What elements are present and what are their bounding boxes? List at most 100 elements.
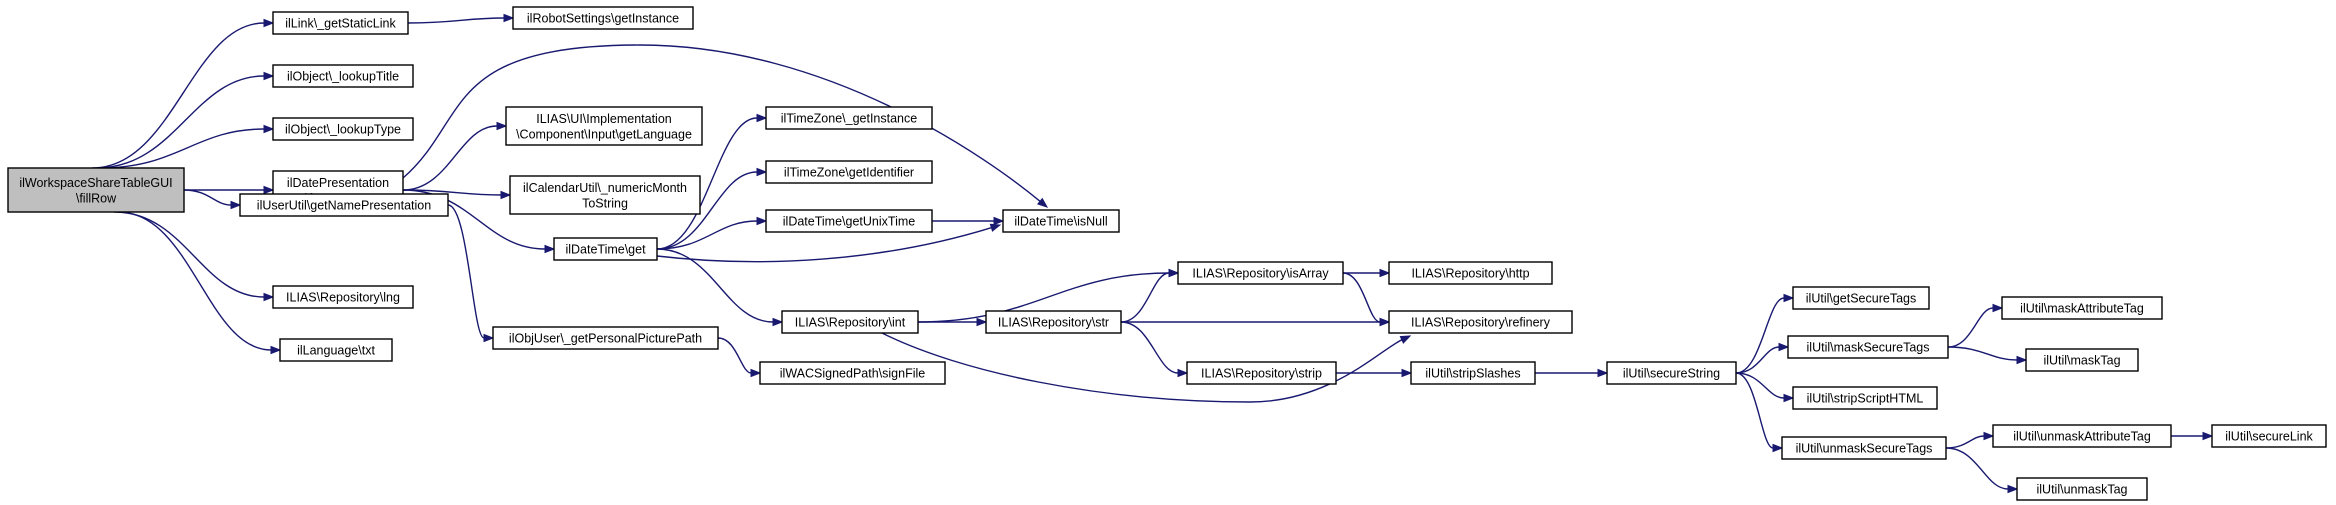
node-strip[interactable]: ILIAS\Repository\strip [1186,361,1337,385]
edge-dt-get-to-get-unix-time [656,220,758,250]
node-box [2016,477,2148,501]
node-get-static-link[interactable]: ilLink\_getStaticLink [272,11,409,35]
node-repo-str[interactable]: ILIAS\Repository\str [985,310,1122,334]
edge-format-date-to-dt-get [402,189,546,250]
node-get-secure-tags[interactable]: ilUtil\getSecureTags [1792,286,1930,310]
node-get-name-presentation[interactable]: ilUserUtil\getNamePresentation [239,193,449,217]
node-label: ilDatePresentation [287,176,389,190]
node-root[interactable]: ilWorkspaceShareTableGUI\fillRow [7,167,185,213]
node-robot-get-instance[interactable]: ilRobotSettings\getInstance [512,6,694,30]
edge-dt-get-to-is-null [656,226,992,263]
edge-repo-int-to-refinery [881,332,1403,403]
edge-arrowhead [263,18,275,28]
edge-arrowhead [1379,268,1391,278]
edge-secure-string-to-get-secure-tags [1735,297,1785,374]
node-label: ilUtil\maskAttributeTag [2020,302,2144,316]
node-box [1792,286,1930,310]
edge-arrowhead [1168,268,1180,278]
node-mask-tag[interactable]: ilUtil\maskTag [2025,348,2139,372]
node-label: ilUtil\maskTag [2043,354,2120,368]
node-box [1606,361,1737,385]
node-dt-get[interactable]: ilDateTime\get [553,237,658,261]
node-sign-file[interactable]: ilWACSignedPath\signFile [759,361,946,385]
node-box [512,6,694,30]
node-label: ilWACSignedPath\signFile [780,367,925,381]
node-lng[interactable]: ILIAS\Repository\lng [272,285,414,309]
node-get-unix-time[interactable]: ilDateTime\getUnixTime [765,209,933,233]
node-unmask-tag[interactable]: ilUtil\unmaskTag [2016,477,2148,501]
node-label: \fillRow [76,191,117,205]
node-repo-int[interactable]: ILIAS\Repository\int [781,310,919,334]
node-box [765,106,933,130]
edge-arrowhead [1992,303,2004,313]
node-secure-link[interactable]: ilUtil\secureLink [2211,424,2327,448]
edge-root-to-lng [114,211,265,298]
edge-root-to-txt [118,211,272,351]
node-label: ILIAS\UI\Implementation [536,112,672,126]
edge-secure-string-to-strip-script-html [1735,372,1785,399]
node-tz-get-instance[interactable]: ilTimeZone\_getInstance [765,106,933,130]
node-tz-get-identifier[interactable]: ilTimeZone\getIdentifier [765,160,933,184]
node-refinery[interactable]: ILIAS\Repository\refinery [1388,310,1573,334]
node-strip-script-html[interactable]: ilUtil\stripScriptHTML [1792,386,1938,410]
node-personal-picture-path[interactable]: ilObjUser\_getPersonalPicturePath [492,326,719,350]
node-label: ilUtil\getSecureTags [1806,292,1916,306]
node-txt[interactable]: ilLanguage\txt [279,338,393,362]
node-ui-get-language[interactable]: ILIAS\UI\Implementation\Component\Input\… [505,106,703,146]
node-box [1186,361,1337,385]
node-box [1388,310,1573,334]
edge-arrowhead [976,317,988,327]
node-unmask-secure-tags[interactable]: ilUtil\unmaskSecureTags [1781,436,1947,460]
node-label: ilUtil\unmaskSecureTags [1796,442,1933,456]
node-box [781,310,919,334]
node-http[interactable]: ILIAS\Repository\http [1388,261,1553,285]
node-mask-attribute-tag[interactable]: ilUtil\maskAttributeTag [2001,296,2163,320]
edge-arrowhead [263,185,275,195]
node-strip-slashes[interactable]: ilUtil\stripSlashes [1410,361,1536,385]
edge-arrowhead [263,124,275,134]
edge-unmask-secure-tags-to-unmask-tag [1945,447,2009,490]
edge-root-to-lookup-type [100,128,265,169]
edge-arrowhead [2007,484,2019,494]
node-box [765,160,933,184]
node-label: ilDateTime\get [565,243,646,257]
node-is-null[interactable]: ilDateTime\isNull [1002,209,1120,233]
node-format-date[interactable]: ilDatePresentation\formatDate [272,170,404,210]
edge-format-date-to-is-null [402,44,1041,202]
node-box [2001,296,2163,320]
edge-get-static-link-to-robot-get-instance [407,17,505,24]
edge-arrowhead [263,292,275,302]
edge-arrowhead [756,216,768,226]
node-box [1781,436,1947,460]
edge-arrowhead [1772,443,1784,453]
node-label: ilUtil\secureString [1623,367,1720,381]
edge-arrowhead [270,345,282,355]
node-label: ilUtil\unmaskTag [2036,483,2127,497]
node-box [509,175,701,215]
node-is-array[interactable]: ILIAS\Repository\isArray [1177,261,1344,285]
node-label: ilUtil\secureLink [2225,430,2313,444]
node-secure-string[interactable]: ilUtil\secureString [1606,361,1737,385]
edge-arrowhead [483,333,495,343]
node-mask-secure-tags[interactable]: ilUtil\maskSecureTags [1787,335,1949,359]
node-label: ilObject\_lookupType [285,123,401,137]
node-box [1787,335,1949,359]
node-lookup-title[interactable]: ilObject\_lookupTitle [272,64,414,88]
node-label: ilDateTime\isNull [1014,215,1107,229]
edge-personal-picture-path-to-sign-file [717,337,752,374]
node-box [1792,386,1938,410]
node-label: ILIAS\Repository\str [998,316,1109,330]
node-box [7,167,185,213]
node-unmask-attribute-tag[interactable]: ilUtil\unmaskAttributeTag [1992,424,2172,448]
edge-is-array-to-refinery [1342,272,1381,323]
node-box [505,106,703,146]
node-label: ilObject\_lookupTitle [287,70,399,84]
node-label: ilObjUser\_getPersonalPicturePath [509,332,702,346]
node-box [272,11,409,35]
edge-arrowhead [1783,393,1795,403]
node-lookup-type[interactable]: ilObject\_lookupType [272,117,414,141]
nodes-layer: ilWorkspaceShareTableGUI\fillRow ilLink\_… [7,6,2327,501]
node-label: ILIAS\Repository\refinery [1411,316,1551,330]
